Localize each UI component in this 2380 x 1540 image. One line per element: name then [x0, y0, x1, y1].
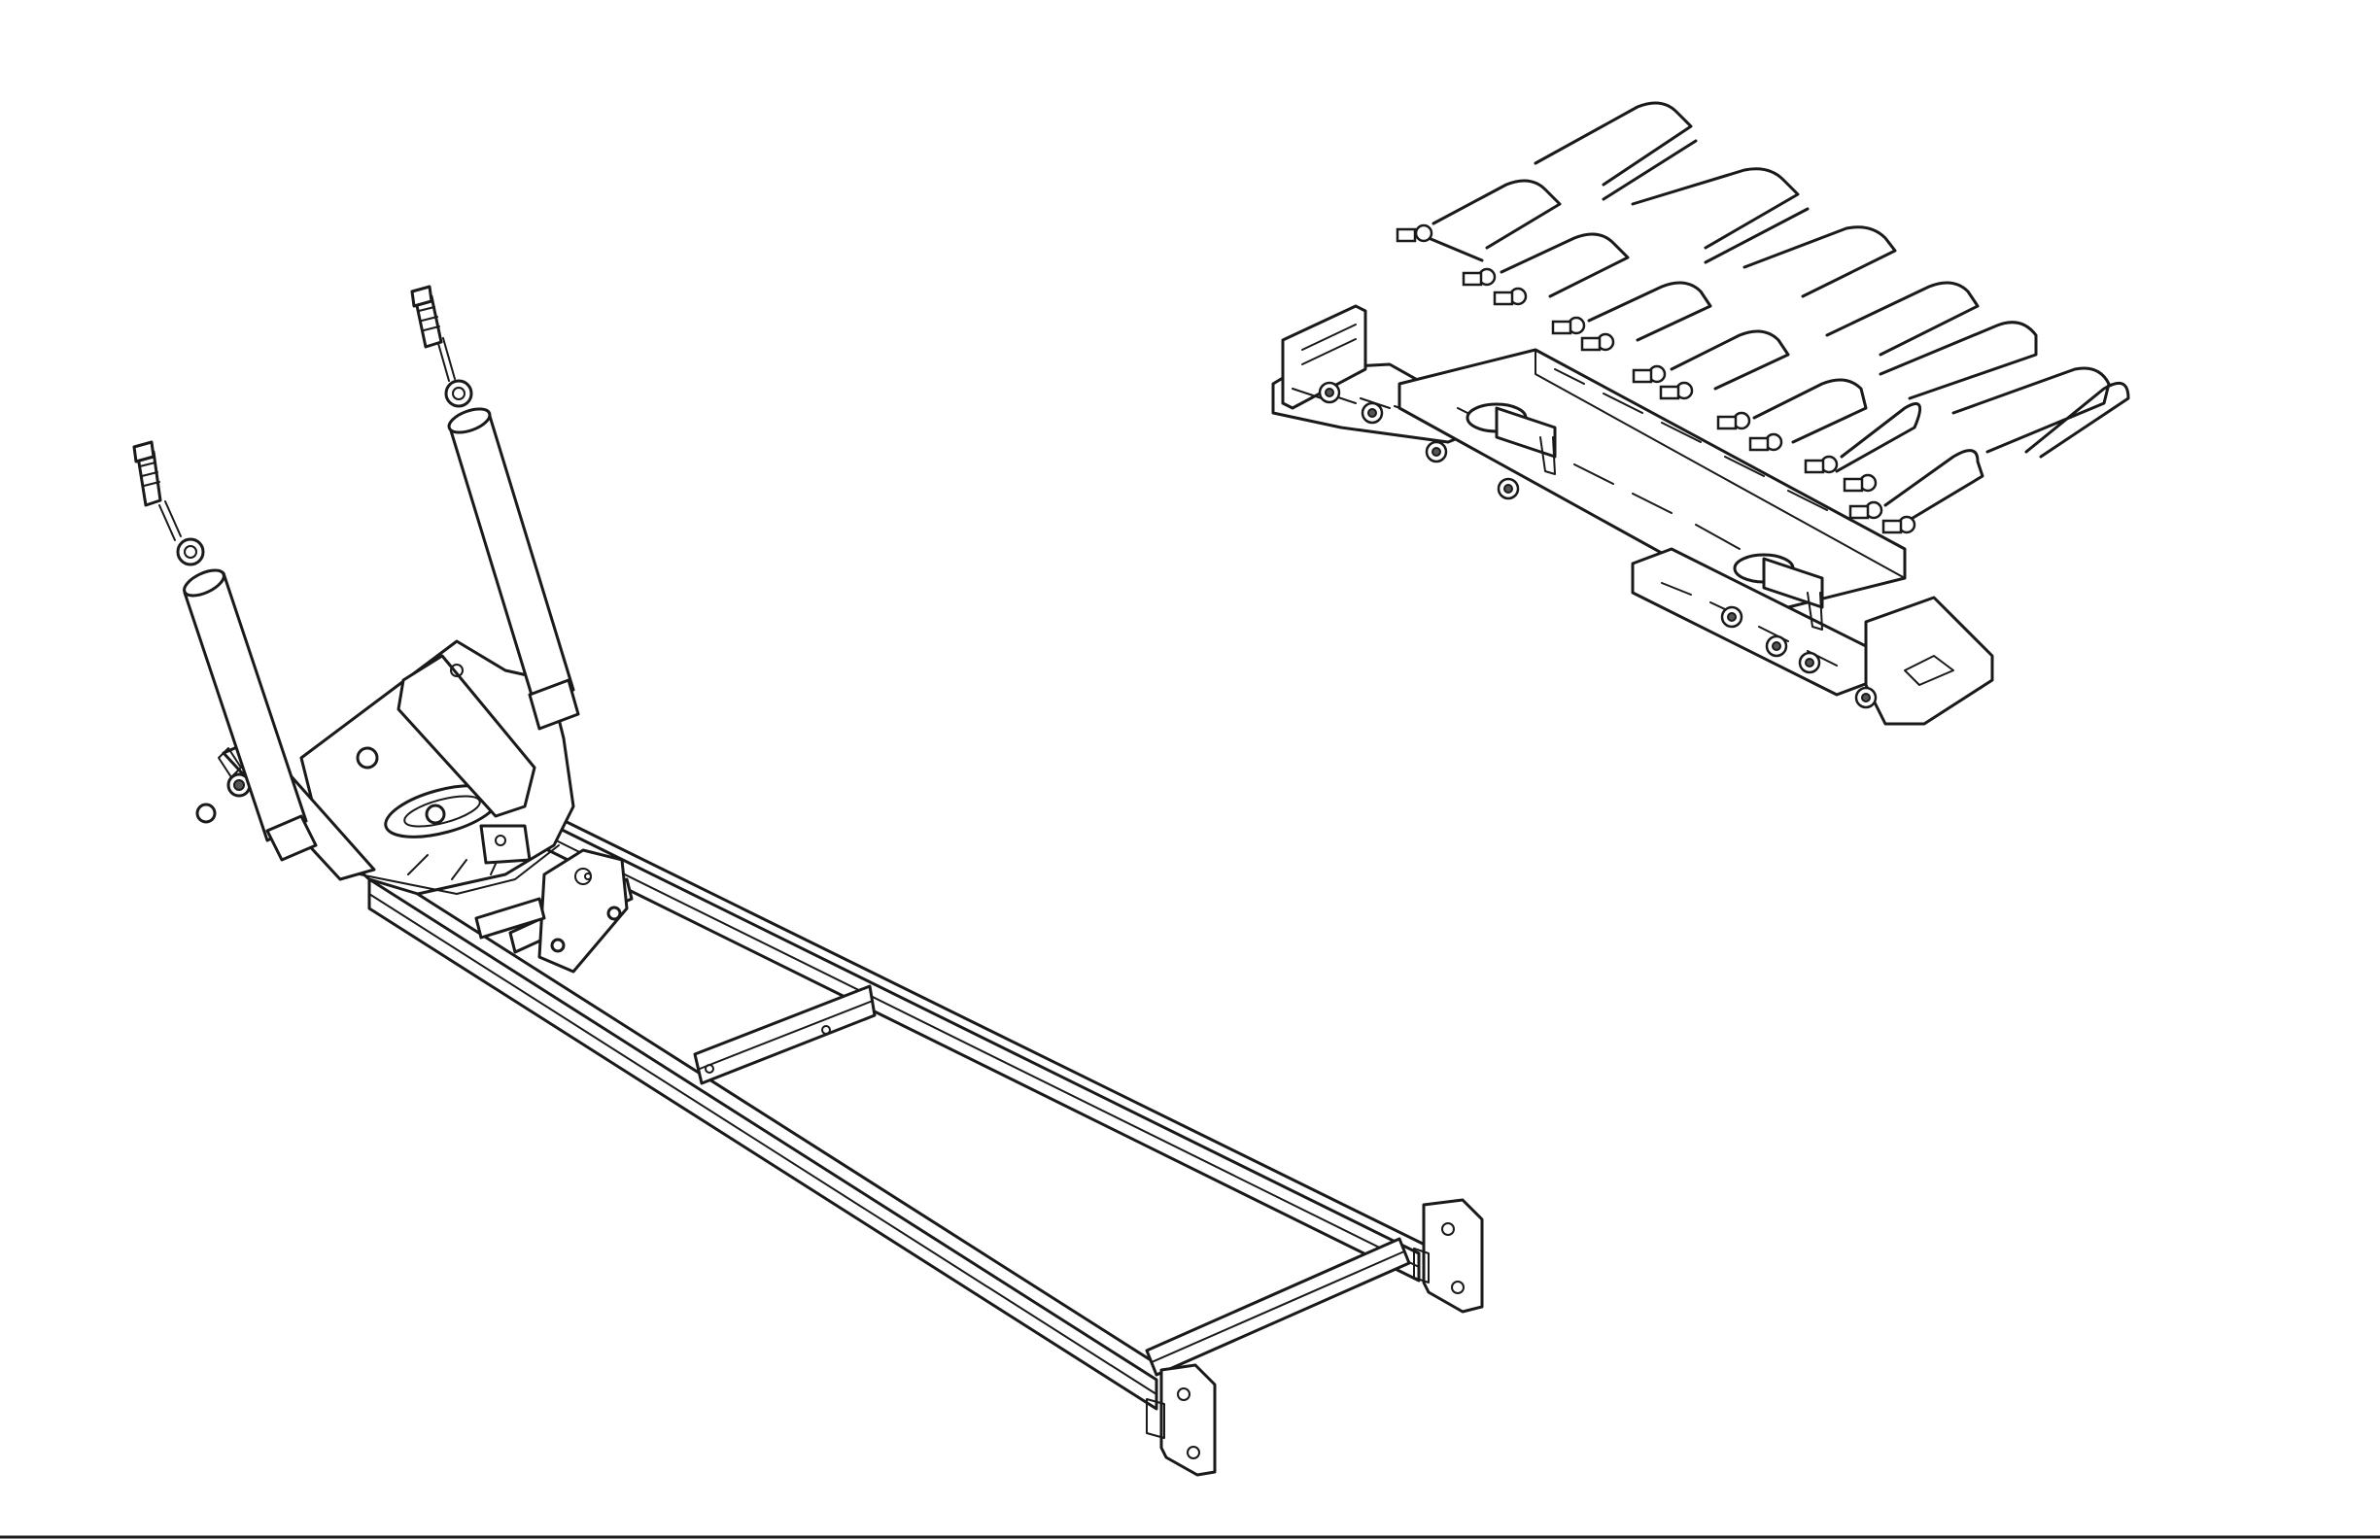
u-bolt — [1633, 169, 1808, 262]
u-bolt — [1953, 368, 2109, 452]
u-bolt — [2026, 383, 2128, 457]
frame-upper-rail — [544, 818, 1429, 1281]
u-bolt — [1397, 181, 1560, 260]
mount-plate-right — [1414, 1200, 1482, 1312]
frame-middle-crossbar — [695, 986, 875, 1083]
vehicle-mount-assembly — [1273, 306, 1992, 724]
u-bolt — [1464, 234, 1628, 304]
plow-frame-assembly — [134, 287, 1482, 1475]
u-bolt — [1806, 404, 1920, 492]
u-bolt — [1744, 227, 1895, 296]
u-bolt — [1535, 103, 1696, 199]
u-bolt — [1880, 323, 2036, 398]
lift-cylinder-left — [134, 442, 316, 860]
frame-rear-crossbar — [1147, 1239, 1409, 1375]
u-bolt — [1718, 380, 1866, 450]
u-bolt — [1553, 283, 1710, 350]
u-bolt — [1634, 331, 1788, 398]
